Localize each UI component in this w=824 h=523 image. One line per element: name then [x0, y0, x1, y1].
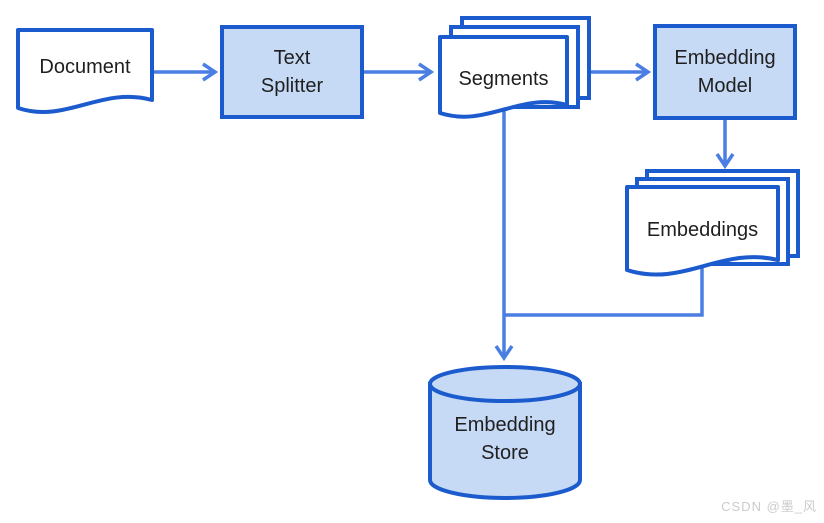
embedding-store-node-shape — [428, 365, 582, 500]
cylinder-body — [428, 382, 582, 500]
embeddings-front-sheet — [625, 185, 780, 277]
edge-embeddings-to-junction — [504, 262, 704, 317]
text-splitter-node-shape — [220, 25, 364, 119]
embedding-model-node-shape — [653, 24, 797, 120]
document-node-shape — [16, 28, 154, 114]
csdn-watermark: CSDN @墨_风 — [721, 499, 817, 514]
segments-stack-shape — [438, 16, 591, 119]
embeddings-stack-shape — [625, 169, 800, 277]
segments-front-sheet — [438, 35, 569, 119]
cylinder-top — [428, 365, 582, 403]
